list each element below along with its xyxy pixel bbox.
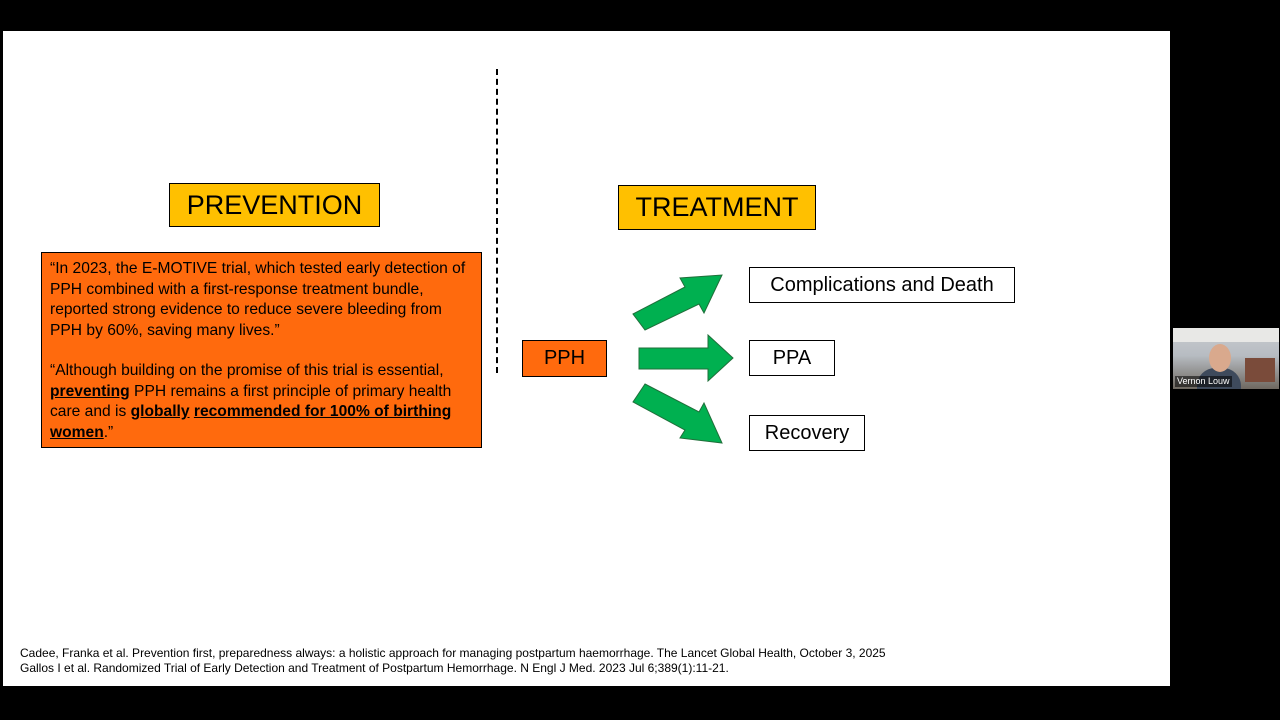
outcome-ppa-label: PPA xyxy=(772,346,812,369)
quote-paragraph-2: “Although building on the promise of thi… xyxy=(50,361,473,443)
outcome-complications-label: Complications and Death xyxy=(770,273,994,296)
citation-1: Cadee, Franka et al. Prevention first, p… xyxy=(20,646,886,660)
presentation-slide: PREVENTION TREATMENT “In 2023, the E-MOT… xyxy=(3,31,1170,686)
quote-p2-mid1: PPH remains a first principle of primary… xyxy=(50,382,452,421)
dashed-divider xyxy=(496,69,498,373)
arrow-down-right xyxy=(632,383,723,444)
webcam-shelf xyxy=(1245,358,1275,382)
pph-box: PPH xyxy=(522,340,607,377)
quote-paragraph-1: “In 2023, the E-MOTIVE trial, which test… xyxy=(50,260,466,339)
participant-video-tile[interactable]: Vernon Louw xyxy=(1173,328,1279,389)
participant-head xyxy=(1209,344,1231,372)
webcam-ceiling xyxy=(1173,328,1279,342)
participant-name: Vernon Louw xyxy=(1175,376,1232,387)
quote-em-globally: globally xyxy=(130,403,190,420)
quote-em-recommended: recommended for 100% of birthing women xyxy=(50,403,452,441)
outcome-recovery-label: Recovery xyxy=(764,421,850,444)
arrow-right xyxy=(638,333,734,383)
outcome-complications: Complications and Death xyxy=(749,267,1015,303)
quote-box: “In 2023, the E-MOTIVE trial, which test… xyxy=(41,252,482,448)
arrow-up-right xyxy=(632,274,723,331)
pph-label: PPH xyxy=(543,347,586,369)
prevention-label: PREVENTION xyxy=(169,183,380,227)
treatment-label: TREATMENT xyxy=(618,185,816,230)
treatment-label-text: TREATMENT xyxy=(635,192,799,222)
citations: Cadee, Franka et al. Prevention first, p… xyxy=(20,646,886,676)
citation-2: Gallos I et al. Randomized Trial of Earl… xyxy=(20,661,729,675)
outcome-recovery: Recovery xyxy=(749,415,865,451)
quote-em-preventing: preventing xyxy=(50,382,130,400)
quote-p2-end: .” xyxy=(103,423,114,441)
quote-p2-start: “Although building on the promise of thi… xyxy=(50,362,444,379)
outcome-ppa: PPA xyxy=(749,340,835,376)
prevention-label-text: PREVENTION xyxy=(186,189,363,220)
